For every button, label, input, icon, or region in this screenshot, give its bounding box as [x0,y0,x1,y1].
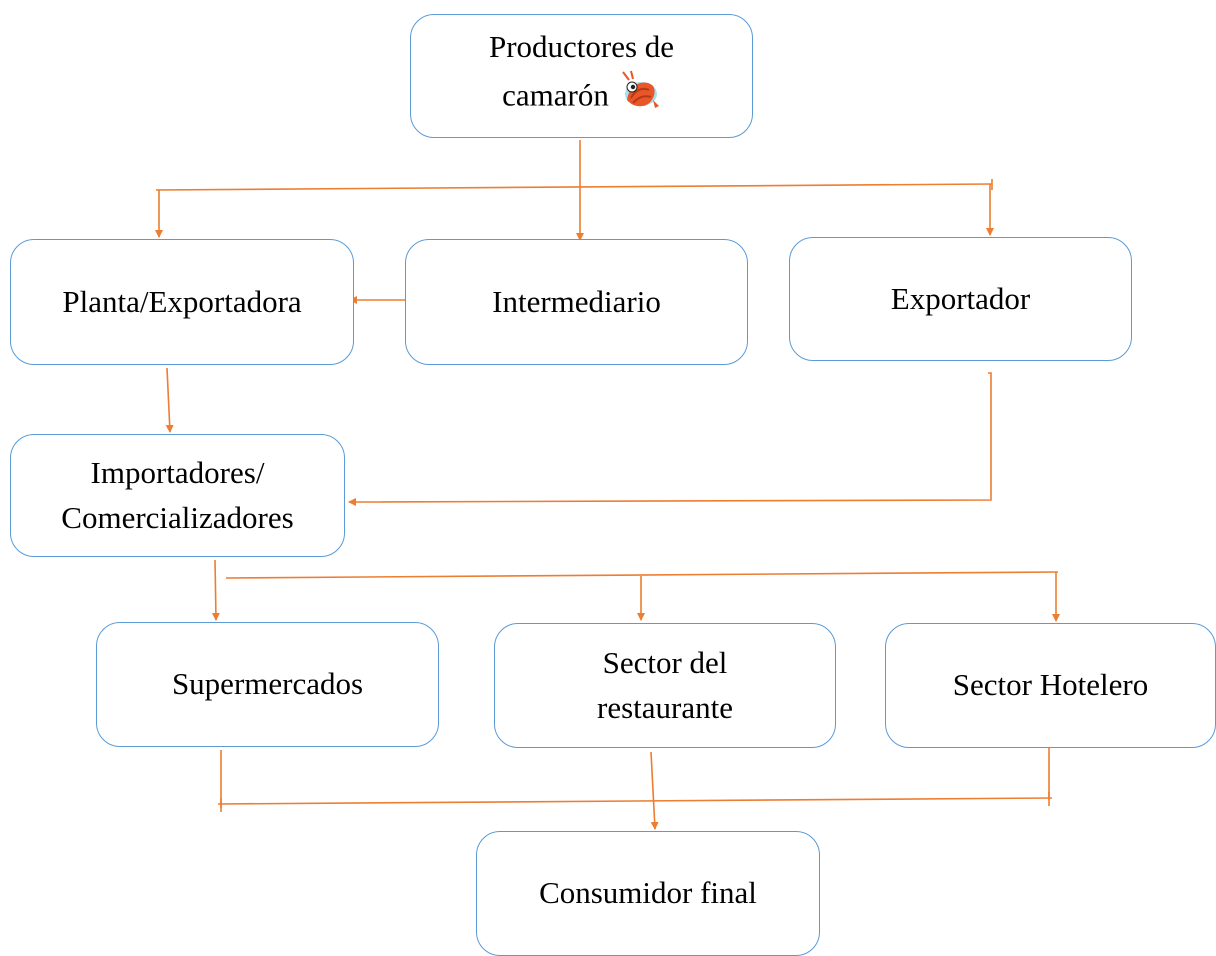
node-restaurante-line1: Sector del [602,644,728,680]
node-intermediario: Intermediario [405,239,748,365]
node-intermediario-label: Intermediario [492,283,661,319]
node-productores-line1: Productores de [488,29,675,65]
node-exportador: Exportador [789,237,1132,361]
node-importadores-line1: Importadores/ [90,454,265,490]
node-sector-restaurante: Sector del restaurante [494,623,836,748]
shrimp-icon [617,70,661,127]
connector-importadores-down [211,559,220,621]
node-importadores: Importadores/ Comercializadores [10,434,345,557]
node-planta-exportadora: Planta/Exportadora [10,239,354,365]
node-restaurante-line2: restaurante [597,689,733,725]
node-productores: Productores de camarón [410,14,753,138]
connector-bottom-bar [217,797,1053,805]
node-exportador-label: Exportador [890,280,1031,316]
node-hotelero-label: Sector Hotelero [952,667,1149,703]
node-planta-label: Planta/Exportadora [62,283,302,319]
node-productores-line2: camarón [502,77,609,113]
node-importadores-line2: Comercializadores [61,499,294,535]
connector-mid-bar [225,571,1059,579]
node-consumidor-final: Consumidor final [476,831,820,956]
connector-to-consumidor [650,751,659,830]
connector-exportador-importadores [348,372,992,506]
node-supermercados: Supermercados [96,622,439,747]
connector-planta-importadores [165,367,174,433]
connector-top-bar [155,183,993,191]
node-consumidor-label: Consumidor final [539,875,757,911]
node-supermercados-label: Supermercados [171,666,364,702]
node-sector-hotelero: Sector Hotelero [885,623,1216,748]
